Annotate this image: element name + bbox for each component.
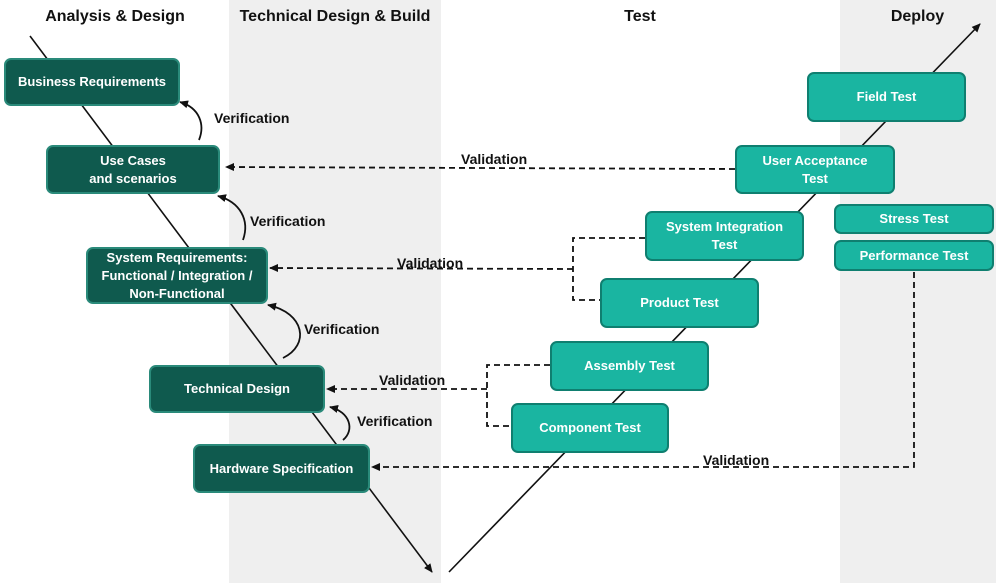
verification-label-1: Verification	[214, 110, 290, 126]
validation-label-hardware: Validation	[703, 452, 770, 468]
system-requirements-box[interactable]: System Requirements: Functional / Integr…	[86, 247, 268, 304]
assembly-test-box[interactable]: Assembly Test	[550, 341, 709, 391]
performance-test-box[interactable]: Performance Test	[834, 240, 994, 271]
validation-label-system-req: Validation	[397, 255, 464, 271]
validation-label-technical-design: Validation	[379, 372, 446, 388]
verification-arrow-1	[179, 100, 203, 141]
verification-arrow-2	[217, 194, 247, 241]
phase-header-analysis: Analysis & Design	[45, 8, 185, 25]
phase-header-build: Technical Design & Build	[239, 8, 431, 25]
stress-test-box[interactable]: Stress Test	[834, 204, 994, 234]
verification-arrow-4	[329, 405, 351, 441]
validation-line-assembly-component	[486, 364, 550, 427]
validation-line-system-req	[269, 264, 574, 273]
verification-label-3: Verification	[304, 321, 380, 337]
user-acceptance-test-box[interactable]: User Acceptance Test	[735, 145, 895, 194]
verification-arrow-3	[267, 302, 301, 359]
validation-line-performance	[371, 272, 915, 471]
verification-label-2: Verification	[250, 213, 326, 229]
verification-label-4: Verification	[357, 413, 433, 429]
technical-design-box[interactable]: Technical Design	[149, 365, 325, 413]
validation-line-uat	[225, 163, 736, 172]
component-test-box[interactable]: Component Test	[511, 403, 669, 453]
system-integration-test-box[interactable]: System Integration Test	[645, 211, 804, 261]
phase-header-test: Test	[624, 8, 656, 25]
phase-header-deploy: Deploy	[890, 8, 945, 25]
hardware-specification-box[interactable]: Hardware Specification	[193, 444, 370, 493]
business-requirements-box[interactable]: Business Requirements	[4, 58, 180, 106]
field-test-box[interactable]: Field Test	[807, 72, 966, 122]
validation-label-uat: Validation	[461, 151, 528, 167]
use-cases-box[interactable]: Use Cases and scenarios	[46, 145, 220, 194]
product-test-box[interactable]: Product Test	[600, 278, 759, 328]
